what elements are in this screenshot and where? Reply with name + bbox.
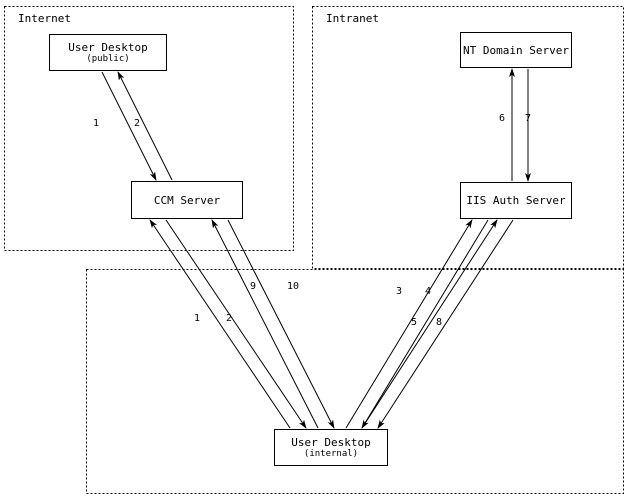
node-iis-auth-server: IIS Auth Server [460, 182, 572, 219]
zone-boundary-internal [86, 269, 624, 494]
flow-arrow-edge-9 [211, 219, 319, 429]
edge-label-lbl-9: 9 [250, 281, 257, 292]
zone-label-intranet: Intranet [326, 12, 379, 25]
edge-label-lbl-3: 3 [396, 286, 403, 297]
node-subtitle-user-desktop-public: (public) [86, 53, 130, 64]
node-ccm-server: CCM Server [131, 181, 243, 219]
flow-arrow-edge-10 [227, 219, 335, 429]
edge-label-lbl-8: 8 [436, 317, 443, 328]
flow-arrow-edge-2b [165, 219, 307, 429]
edge-label-lbl-1-public: 1 [93, 118, 100, 129]
edge-label-lbl-10: 10 [287, 281, 300, 292]
node-nt-domain-server: NT Domain Server [460, 32, 572, 68]
flow-arrow-edge-2 [117, 71, 173, 181]
zone-boundary-intranet [312, 6, 624, 269]
node-title-iis-auth-server: IIS Auth Server [466, 194, 566, 207]
node-title-ccm-server: CCM Server [153, 193, 221, 207]
node-user-desktop-public: User Desktop(public) [49, 34, 167, 71]
flow-arrow-edge-3 [345, 219, 473, 429]
flow-arrow-edge-4 [361, 219, 489, 429]
node-user-desktop-internal: User Desktop(internal) [274, 429, 388, 466]
node-title-nt-domain-server: NT Domain Server [463, 43, 569, 57]
edge-label-lbl-2-internal: 2 [226, 313, 233, 324]
edge-label-lbl-6: 6 [499, 113, 506, 124]
node-title-user-desktop-internal: User Desktop [291, 435, 371, 449]
edge-label-lbl-1-internal: 1 [194, 313, 201, 324]
zone-boundaries [4, 6, 624, 494]
zone-boundary-internet [4, 6, 294, 251]
node-title-user-desktop-public: User Desktop [68, 40, 148, 54]
flow-arrow-edge-5 [361, 219, 498, 429]
edge-label-lbl-7: 7 [525, 113, 532, 124]
flow-arrow-edge-8 [377, 219, 514, 429]
edge-label-lbl-4: 4 [425, 286, 432, 297]
flow-arrow-edge-1 [101, 71, 157, 181]
edge-label-lbl-5: 5 [411, 317, 418, 328]
zone-label-internet: Internet [18, 12, 71, 25]
node-subtitle-user-desktop-internal: (internal) [303, 448, 359, 459]
flow-arrow-edge-1b [149, 219, 291, 429]
edge-lines [101, 68, 531, 429]
edge-label-lbl-2-public: 2 [134, 118, 141, 129]
